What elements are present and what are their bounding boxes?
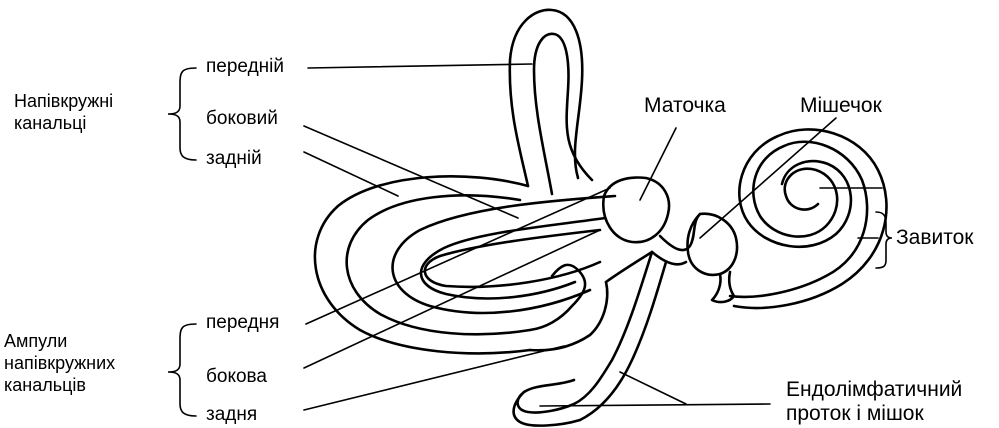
semicircular-line-2: канальці [14,112,113,134]
semicircular-canals-label: Напівкружні канальці [14,90,113,134]
posterior-canal-label: задній [206,148,262,169]
leader-ampulla-anterior [306,188,610,324]
endolymphatic-line-1: Ендолімфатичний [786,378,962,402]
saccule-label: Мішечок [800,94,882,118]
ampullae-line-3: канальців [4,374,115,396]
ampullae-group-label: Ампули напівкружних канальців [4,330,115,396]
leader-saccule [700,118,836,238]
cochlea-label: Завиток [896,226,974,250]
ampullae-line-2: напівкружних [4,352,115,374]
leader-posterior [304,152,398,196]
anterior-canal-label: передній [206,56,284,77]
lateral-canal-label: боковий [206,108,278,129]
leader-anterior [308,64,532,68]
brace-cochlea [876,212,892,268]
brace-ampullae [168,324,196,416]
ampulla-posterior-label: задня [206,404,257,425]
leader-endo-duct [620,372,686,404]
ampullae-line-1: Ампули [4,330,115,352]
utricle-label: Маточка [644,94,726,118]
ampulla-lateral-label: бокова [206,366,267,387]
semicircular-line-1: Напівкружні [14,90,113,112]
ampulla-anterior-label: передня [206,312,279,333]
endolymphatic-label: Ендолімфатичний проток і мішок [786,378,962,426]
brace-semicircular [168,68,196,160]
leader-ampulla-posterior [304,346,564,410]
leader-lateral [304,126,518,218]
endolymphatic-line-2: проток і мішок [786,402,962,426]
leader-endo-sac [540,404,770,406]
leader-utricle [640,128,676,200]
